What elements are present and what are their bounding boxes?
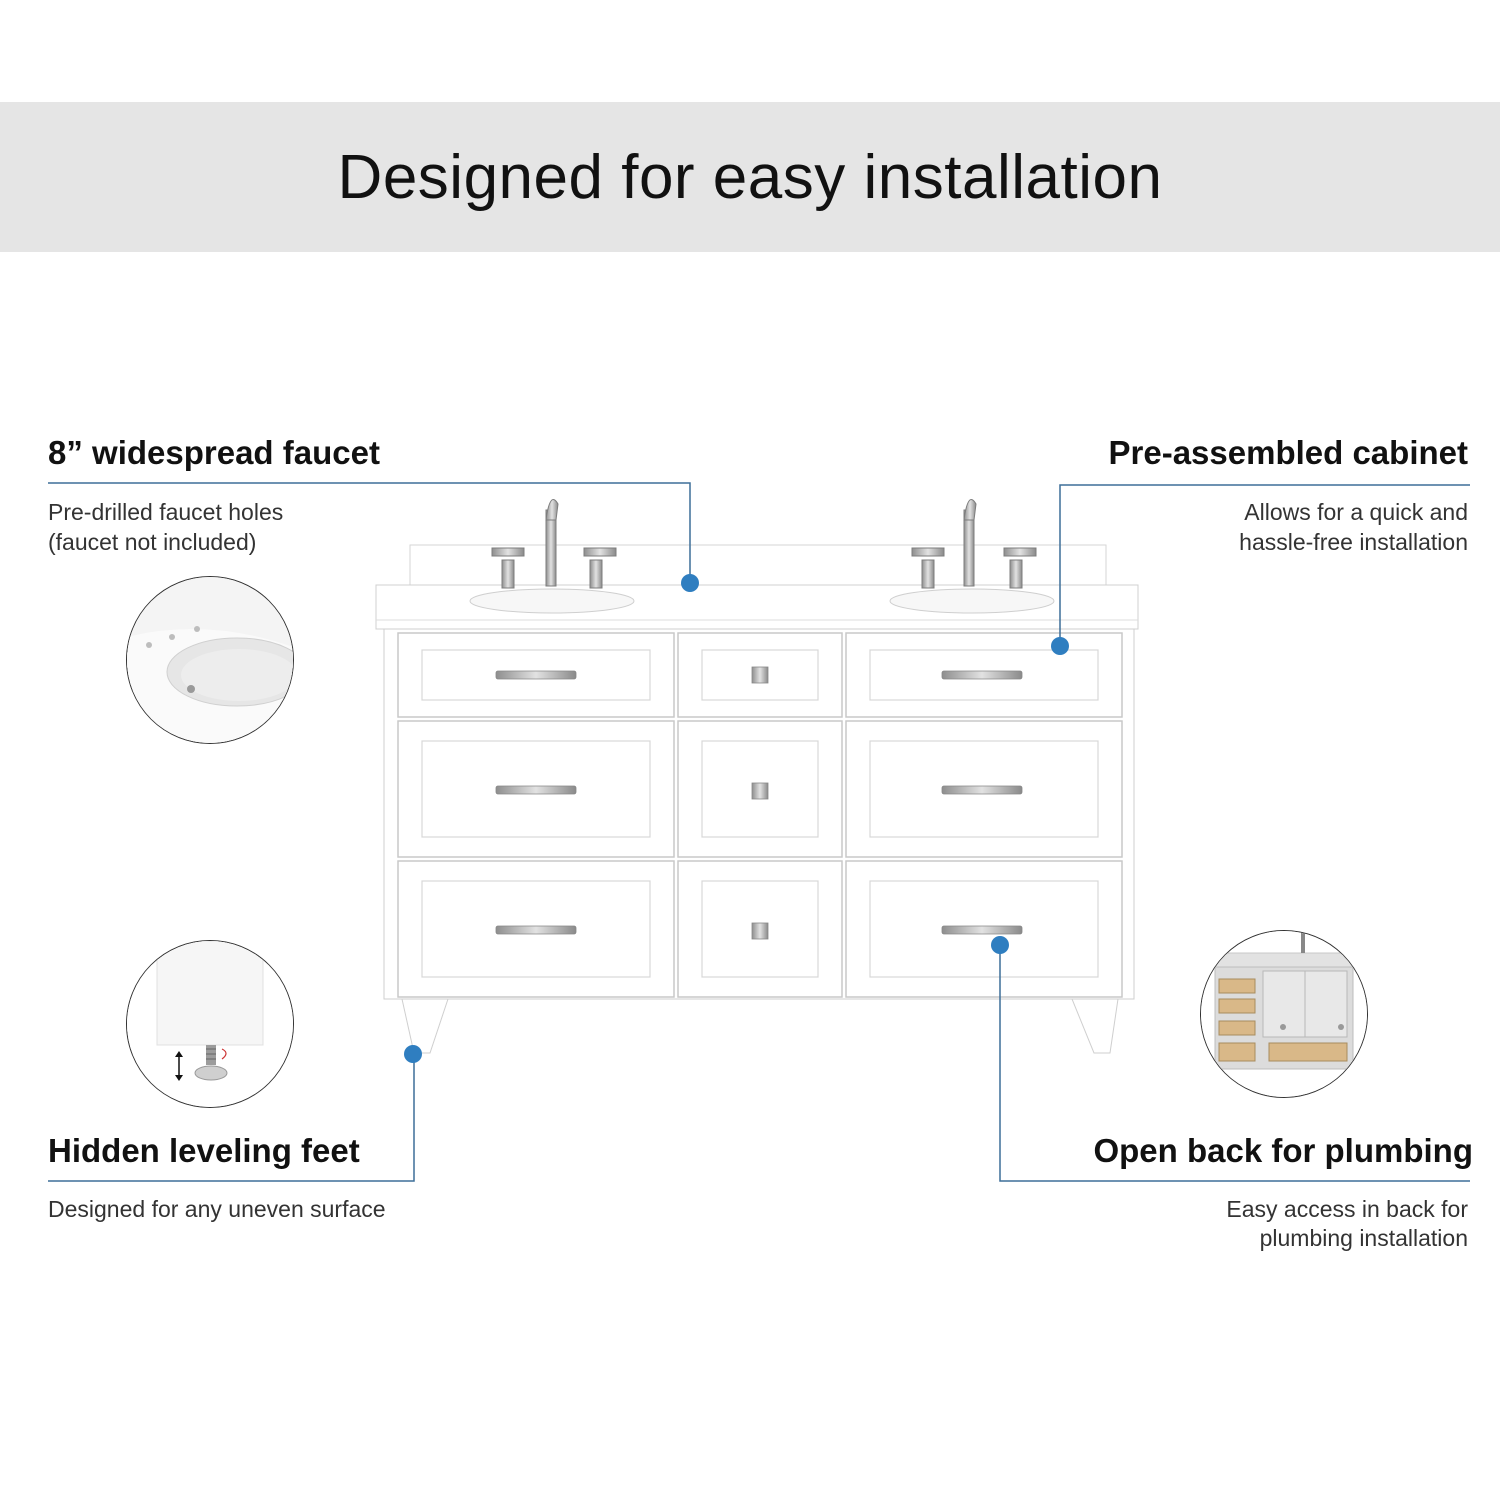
- leveling-foot-icon: [127, 941, 293, 1107]
- open-back-cabinet-icon: [1201, 931, 1367, 1097]
- cabinet-feature-desc-1: Allows for a quick and: [1244, 499, 1468, 525]
- header-banner: Designed for easy installation: [0, 102, 1500, 252]
- leveling-foot-thumbnail: [126, 940, 294, 1108]
- plumbing-feature-desc-1: Easy access in back for: [1226, 1196, 1468, 1222]
- page-title: Designed for easy installation: [337, 142, 1163, 212]
- plumbing-feature-desc-2: plumbing installation: [1259, 1225, 1468, 1251]
- cabinet-feature-title: Pre-assembled cabinet: [1108, 434, 1469, 471]
- vanity-illustration: [372, 490, 1142, 1060]
- feet-feature-title: Hidden leveling feet: [48, 1132, 360, 1169]
- cabinet-feature-desc-2: hassle-free installation: [1239, 529, 1468, 555]
- open-back-thumbnail: [1200, 930, 1368, 1098]
- plumbing-feature-title: Open back for plumbing: [1093, 1132, 1473, 1169]
- faucet-feature-title: 8” widespread faucet: [48, 434, 380, 471]
- faucet-feature-desc-1: Pre-drilled faucet holes: [48, 499, 284, 525]
- sink-basin-icon: [127, 577, 293, 743]
- sink-basin-thumbnail: [126, 576, 294, 744]
- feet-feature-desc-1: Designed for any uneven surface: [48, 1196, 386, 1222]
- faucet-feature-desc-2: (faucet not included): [48, 529, 257, 555]
